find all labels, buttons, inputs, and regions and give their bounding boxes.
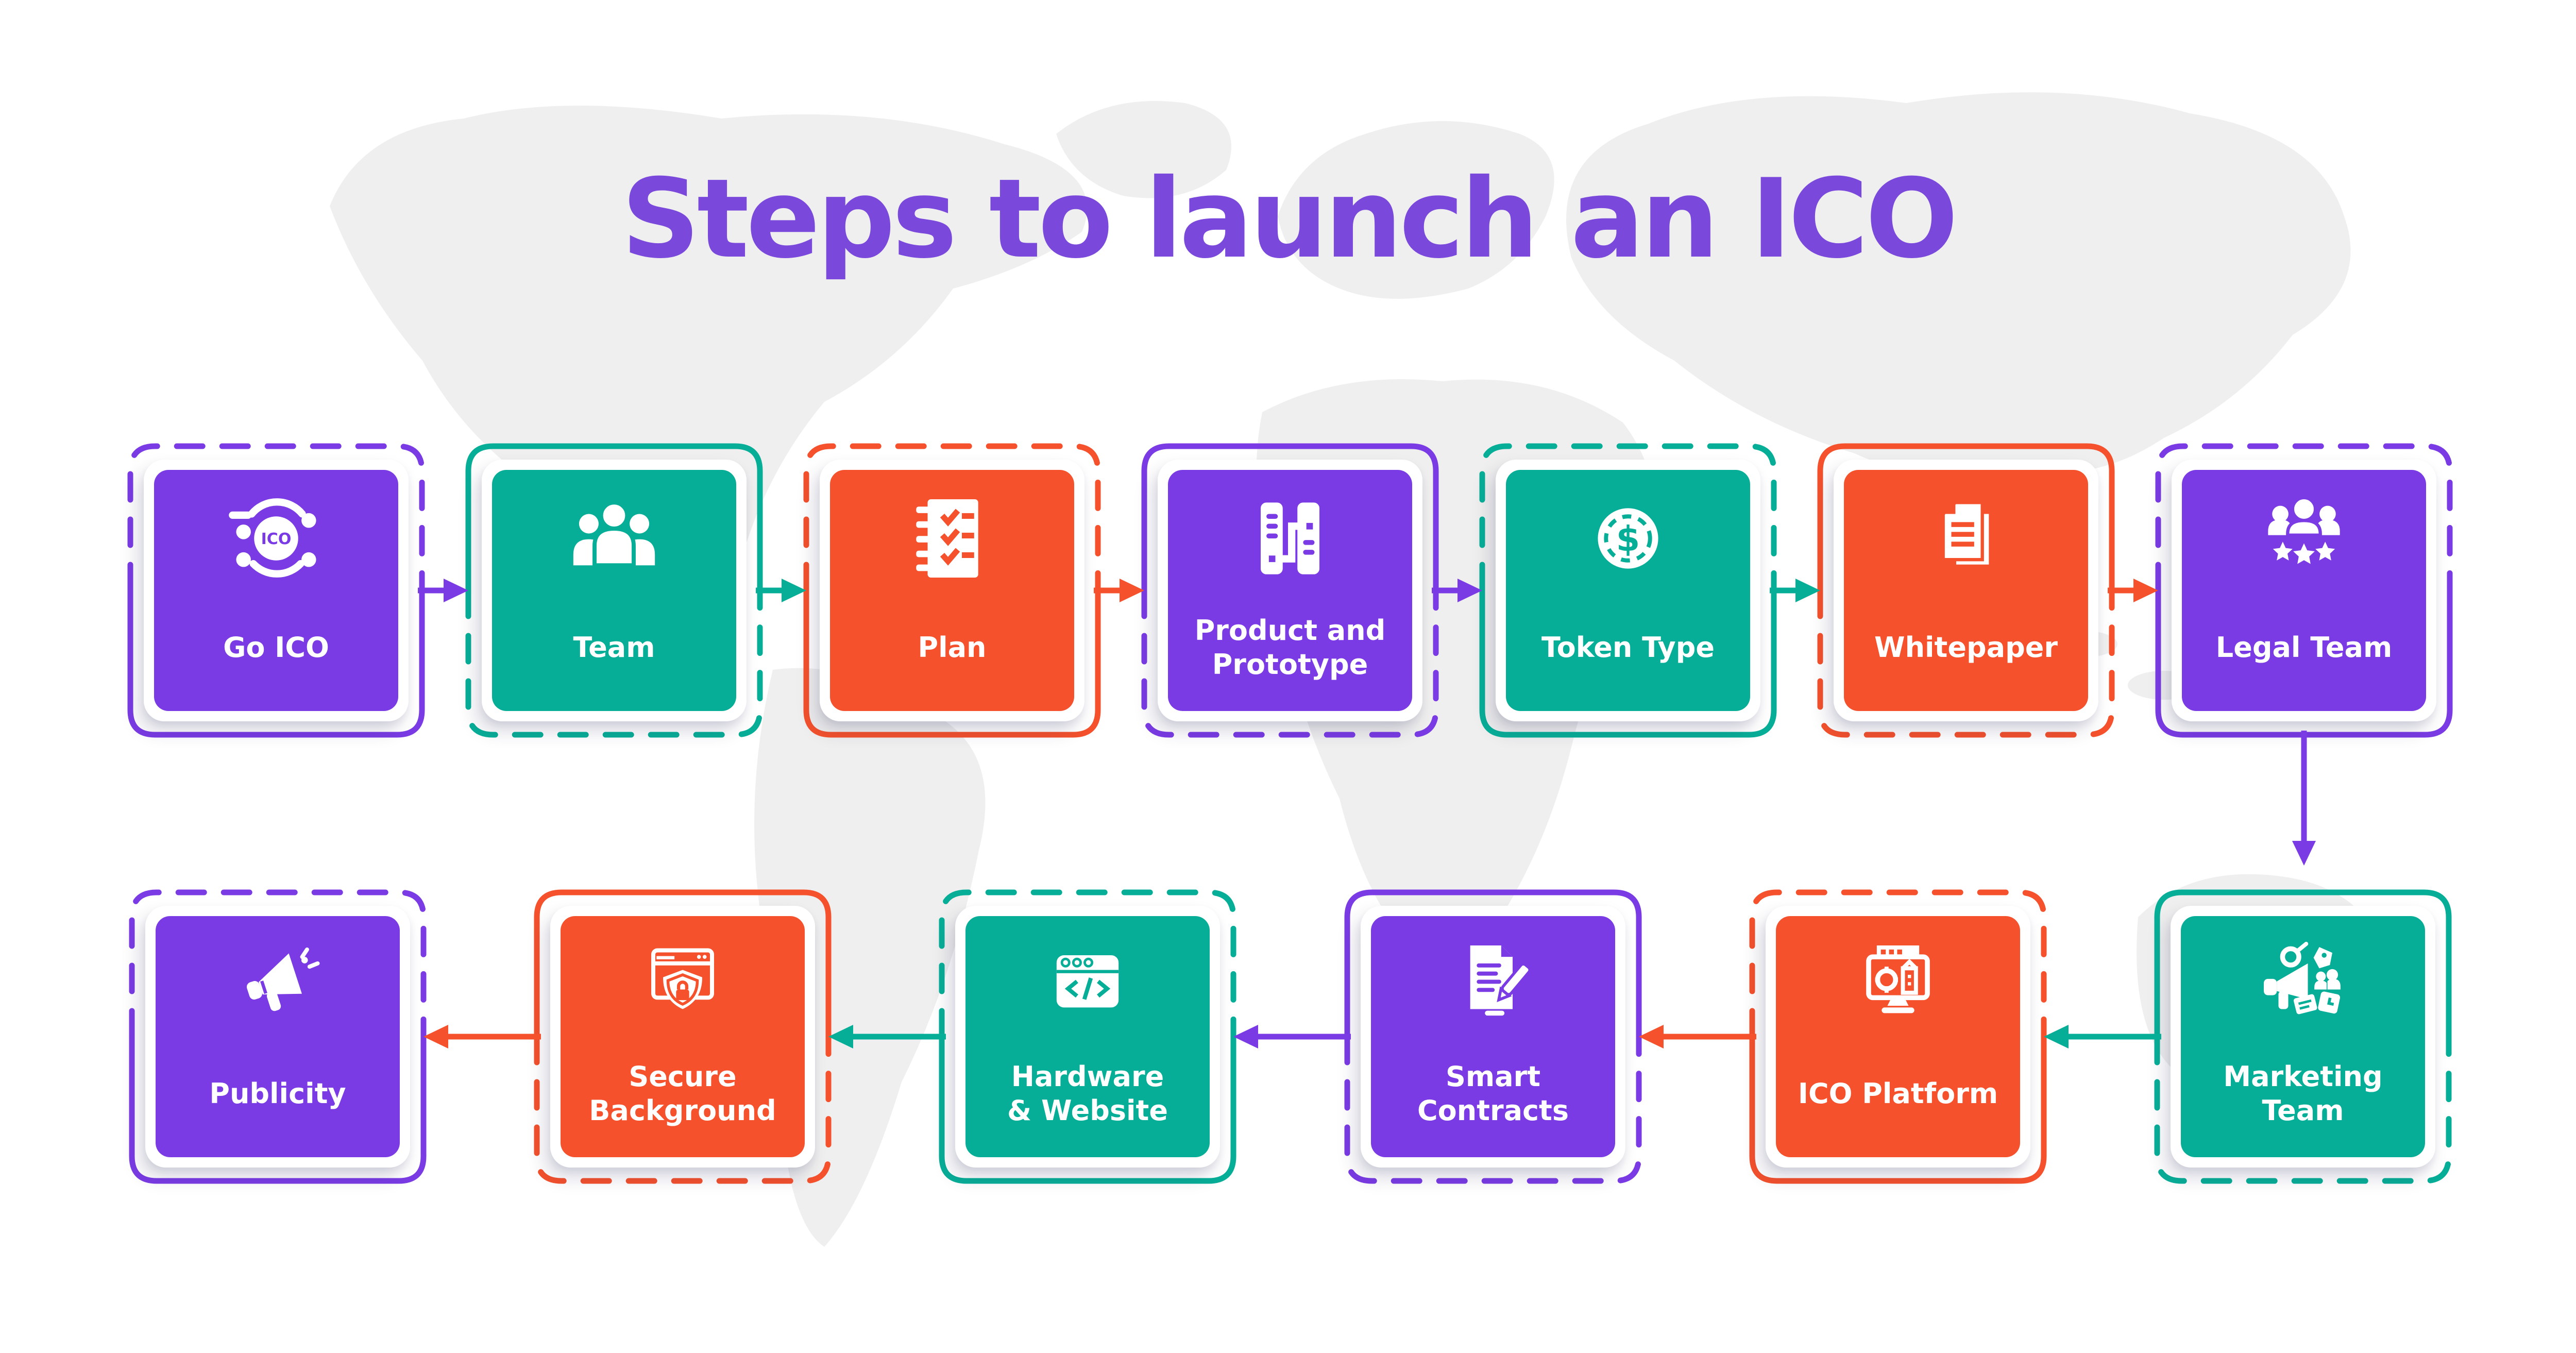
step-marketing-team: Marketing Team (2154, 889, 2452, 1184)
step-plan: Plan (803, 443, 1101, 738)
step-tile: Product and Prototype (1168, 470, 1412, 711)
step-border (534, 889, 832, 1184)
step-tile: Secure Background (561, 916, 805, 1157)
step-label: Secure Background (589, 1060, 776, 1127)
step-ico-platform: ICO Platform (1749, 889, 2047, 1184)
step-label: Go ICO (223, 631, 329, 664)
people-stars-icon (2268, 496, 2340, 564)
step-card: Legal Team (2172, 460, 2436, 721)
step-tile: Whitepaper (1844, 470, 2088, 711)
step-card: ICO Platform (1766, 906, 2030, 1168)
dollar-text: $ (1616, 519, 1640, 559)
step-tile: Publicity (156, 916, 400, 1157)
step-label: Publicity (209, 1077, 346, 1110)
step-label: Smart Contracts (1417, 1060, 1569, 1127)
arrow-token-type-to-whitepaper (1770, 575, 1820, 606)
arrow-go-ico-to-team (418, 575, 468, 606)
arrow-product-to-token-type (1432, 575, 1482, 606)
step-label: Whitepaper (1874, 631, 2058, 664)
checklist-icon (916, 499, 978, 578)
step-tile: ICO Platform (1776, 916, 2020, 1157)
arrow-legal-team-to-marketing-team (2289, 731, 2319, 869)
ico-coin-text: ICO (261, 530, 292, 548)
step-token-type: $ Token Type (1479, 443, 1777, 738)
document-icon (1941, 501, 1992, 568)
step-go-ico: ICO Go ICO (127, 443, 425, 738)
arrow-hardware-website-to-secure-background (828, 1021, 946, 1052)
megaphone-icon (246, 947, 320, 1011)
step-tile: Team (492, 470, 736, 711)
step-tile: Hardware & Website (965, 916, 1210, 1157)
flowchart-icon (1261, 502, 1319, 574)
step-legal-team: Legal Team (2155, 443, 2453, 738)
ico-coin-icon: ICO (229, 498, 316, 578)
arrow-secure-background-to-publicity (423, 1021, 541, 1052)
step-card: $ Token Type (1496, 460, 1760, 721)
arrow-team-to-plan (756, 575, 806, 606)
step-label: Hardware & Website (1007, 1060, 1168, 1127)
step-whitepaper: Whitepaper (1817, 443, 2115, 738)
step-card: Team (482, 460, 747, 721)
step-border (939, 889, 1236, 1184)
browser-code-icon (1056, 955, 1119, 1008)
monitor-gear-icon (1866, 945, 1930, 1013)
step-label: Plan (918, 631, 987, 664)
shield-lock-icon (651, 948, 714, 1009)
step-border (1817, 443, 2115, 738)
step-border (127, 443, 425, 738)
step-border (803, 443, 1101, 738)
arrow-ico-platform-to-smart-contracts (1639, 1021, 1756, 1052)
step-smart-contracts: Smart Contracts (1344, 889, 1642, 1184)
step-card: Hardware & Website (955, 906, 1220, 1168)
step-team: Team (465, 443, 763, 738)
step-publicity: Publicity (129, 889, 427, 1184)
step-card: Plan (820, 460, 1084, 721)
step-label: Token Type (1541, 631, 1715, 664)
step-tile: ICO Go ICO (154, 470, 398, 711)
step-card: Whitepaper (1834, 460, 2098, 721)
megaphone-tools-icon (2264, 941, 2341, 1014)
step-border (1344, 889, 1642, 1184)
page-title: Steps to launch an ICO (621, 155, 1958, 282)
step-card: ICO Go ICO (144, 460, 409, 721)
step-border (129, 889, 427, 1184)
step-label: Marketing Team (2223, 1060, 2383, 1127)
arrow-plan-to-product (1094, 575, 1144, 606)
step-tile: Smart Contracts (1371, 916, 1615, 1157)
step-card: Publicity (145, 906, 410, 1168)
step-label: Product and Prototype (1194, 614, 1386, 681)
step-label: ICO Platform (1798, 1077, 1998, 1110)
step-tile: $ Token Type (1506, 470, 1750, 711)
step-label: Legal Team (2215, 631, 2393, 664)
step-hardware-website: Hardware & Website (939, 889, 1236, 1184)
arrow-smart-contracts-to-hardware-website (1233, 1021, 1351, 1052)
step-label: Team (573, 631, 655, 664)
arrow-marketing-team-to-ico-platform (2044, 1021, 2161, 1052)
arrow-whitepaper-to-legal-team (2108, 575, 2158, 606)
step-card: Smart Contracts (1361, 906, 1625, 1168)
step-card: Secure Background (550, 906, 815, 1168)
step-product-and-prototype: Product and Prototype (1141, 443, 1439, 738)
step-tile: Legal Team (2182, 470, 2426, 711)
step-secure-background: Secure Background (534, 889, 832, 1184)
step-card: Product and Prototype (1158, 460, 1422, 721)
step-border (465, 443, 763, 738)
step-border (2154, 889, 2452, 1184)
step-border (1479, 443, 1777, 738)
dollar-coin-icon: $ (1598, 508, 1658, 569)
step-tile: Plan (830, 470, 1074, 711)
contract-pen-icon (1470, 945, 1532, 1016)
team-icon (573, 500, 655, 568)
step-border (1141, 443, 1439, 738)
step-tile: Marketing Team (2181, 916, 2425, 1157)
step-border (1749, 889, 2047, 1184)
step-card: Marketing Team (2171, 906, 2435, 1168)
